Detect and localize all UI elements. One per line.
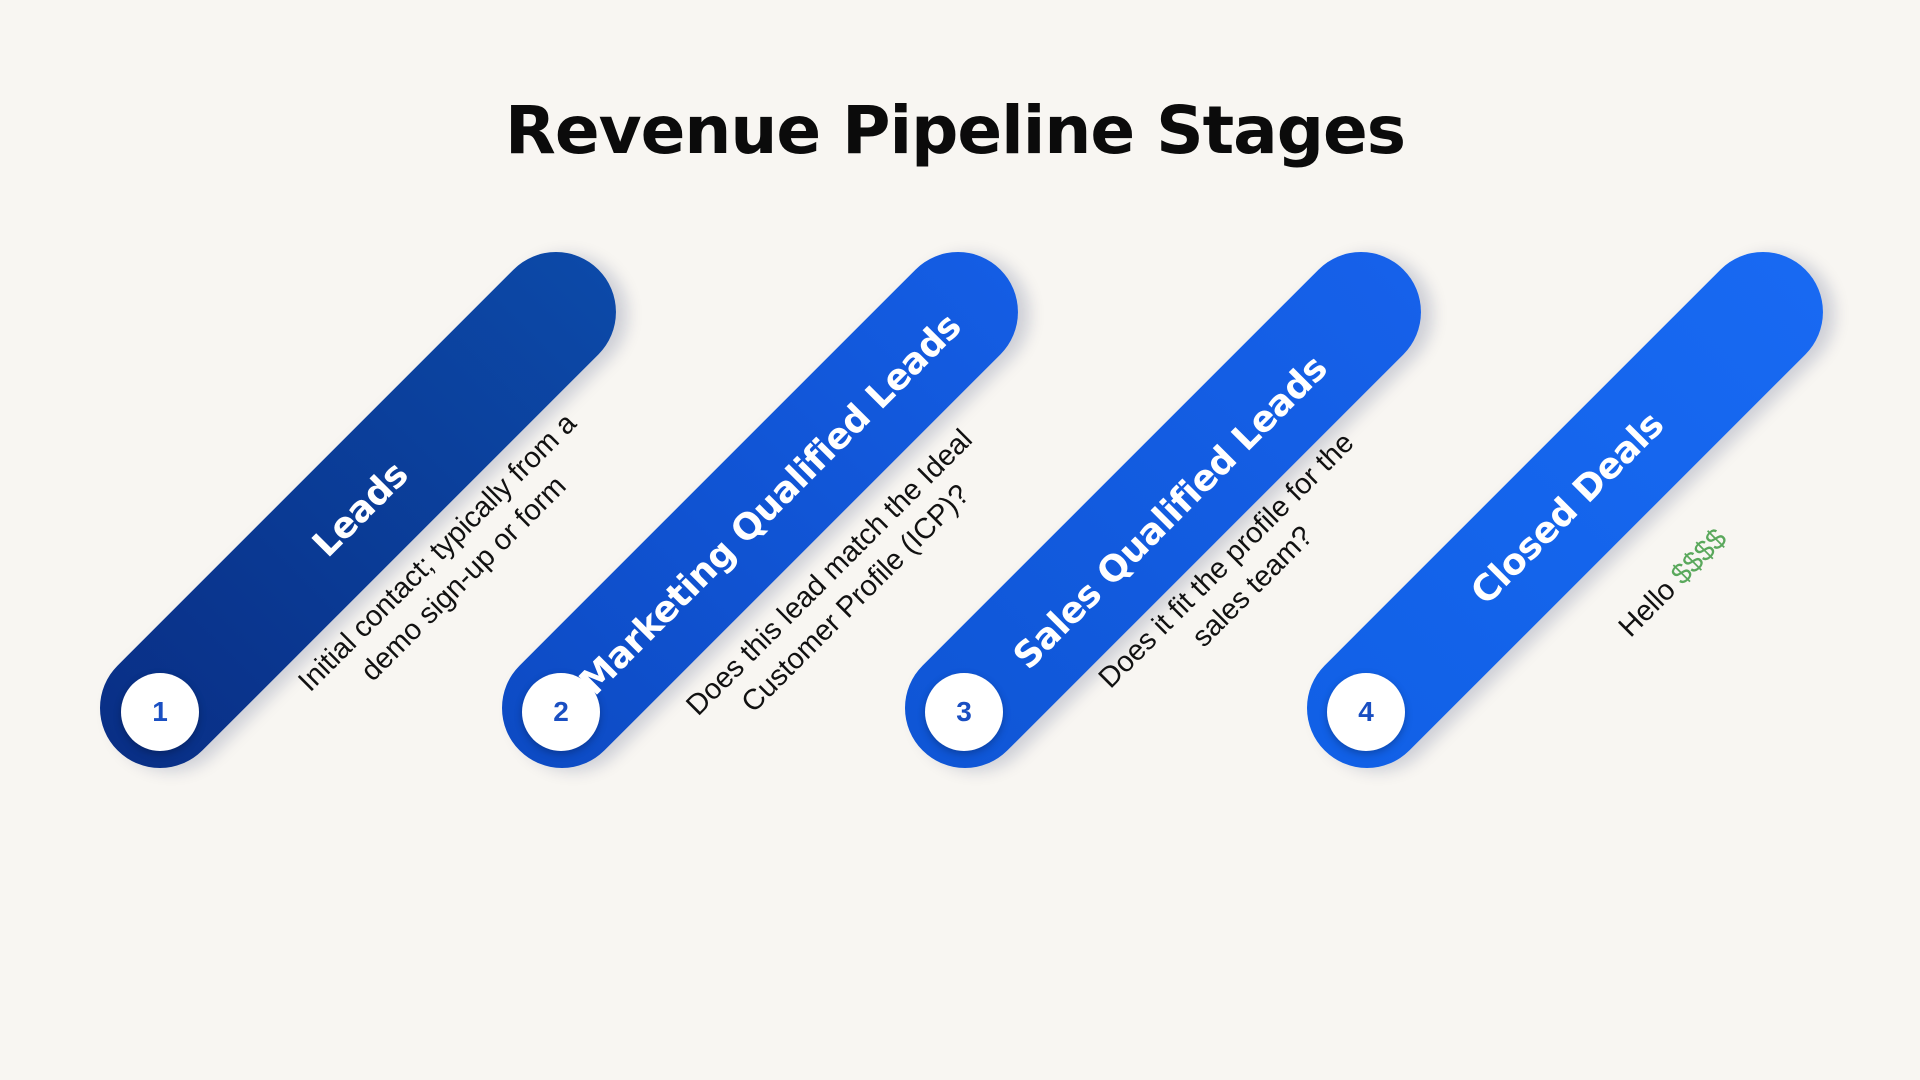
- stage-4-number: 4: [1327, 673, 1405, 751]
- page-title: Revenue Pipeline Stages: [505, 92, 1406, 169]
- stage-4-money-accent: $$$$: [1664, 522, 1733, 591]
- stage-2-number: 2: [522, 673, 600, 751]
- stage-4-description-text: Hello: [1612, 573, 1682, 643]
- stage-1-number: 1: [121, 673, 199, 751]
- stage-3-number: 3: [925, 673, 1003, 751]
